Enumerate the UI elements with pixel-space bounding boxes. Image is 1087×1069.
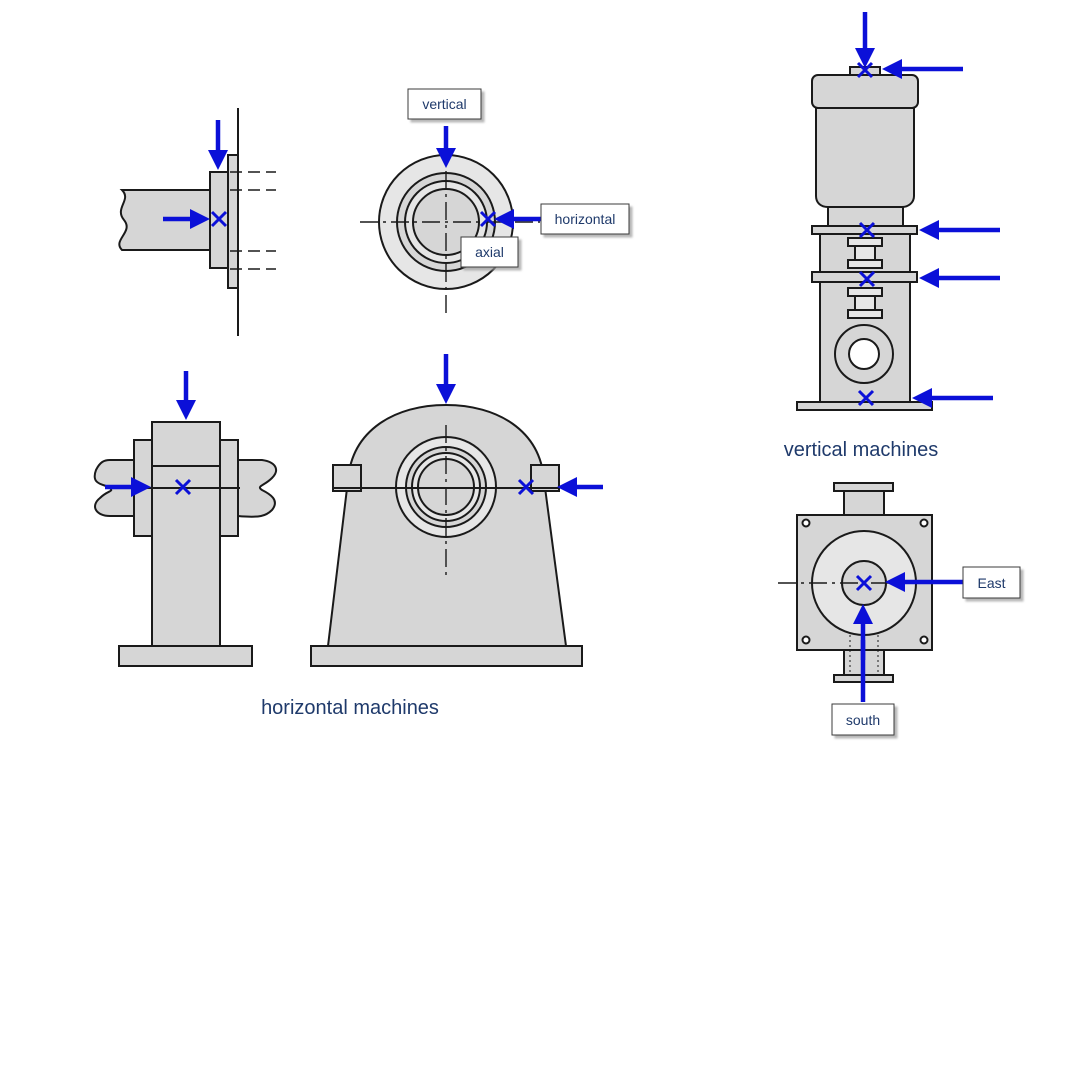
cross-flange: [210, 210, 228, 228]
label-east: East: [962, 566, 1021, 599]
arrow-pedestal-axial: [105, 477, 151, 497]
label-axial: axial: [460, 236, 519, 268]
pedestal-side-view: [93, 421, 278, 667]
arrow-pedestal-vertical: [176, 371, 196, 420]
label-horizontal: horizontal: [540, 203, 630, 235]
arrow-pump-top-vertical: [855, 12, 875, 68]
measurement-arrows: [105, 12, 1000, 702]
arrow-flange-axial: [163, 209, 210, 229]
arrow-pump-top-horizontal: [882, 59, 963, 79]
arrow-block-vertical: [436, 354, 456, 404]
label-vertical-text: vertical: [422, 96, 466, 112]
arrow-top-south: [853, 604, 873, 702]
pillow-block-front-view: [310, 403, 583, 667]
arrow-flange-vertical: [208, 120, 228, 170]
cross-top-view: [855, 574, 873, 592]
label-vertical: vertical: [407, 88, 482, 120]
label-east-text: East: [977, 575, 1005, 591]
label-south-text: south: [846, 712, 880, 728]
arrow-end-vertical: [436, 126, 456, 168]
caption-horizontal-machines: horizontal machines: [261, 697, 439, 719]
cross-end-view: [479, 210, 497, 228]
caption-vertical-machines: vertical machines: [784, 439, 939, 461]
arrow-end-horizontal: [494, 209, 541, 229]
arrow-pump-coupling-1: [919, 220, 1000, 240]
cross-pump-top: [856, 61, 874, 79]
arrow-pump-coupling-2: [919, 268, 1000, 288]
label-south: south: [831, 703, 895, 736]
arrow-block-horizontal: [557, 477, 603, 497]
arrow-top-east: [885, 572, 963, 592]
cross-pedestal: [174, 478, 192, 496]
vertical-pump-side-view: [796, 66, 933, 411]
cross-block: [517, 478, 535, 496]
label-axial-text: axial: [475, 244, 504, 260]
cross-pump-coupling-2: [858, 270, 876, 288]
measurement-points: [174, 61, 876, 592]
arrow-pump-base: [912, 388, 993, 408]
cross-pump-coupling-1: [858, 221, 876, 239]
cross-pump-base: [857, 389, 875, 407]
label-horizontal-text: horizontal: [555, 211, 616, 227]
